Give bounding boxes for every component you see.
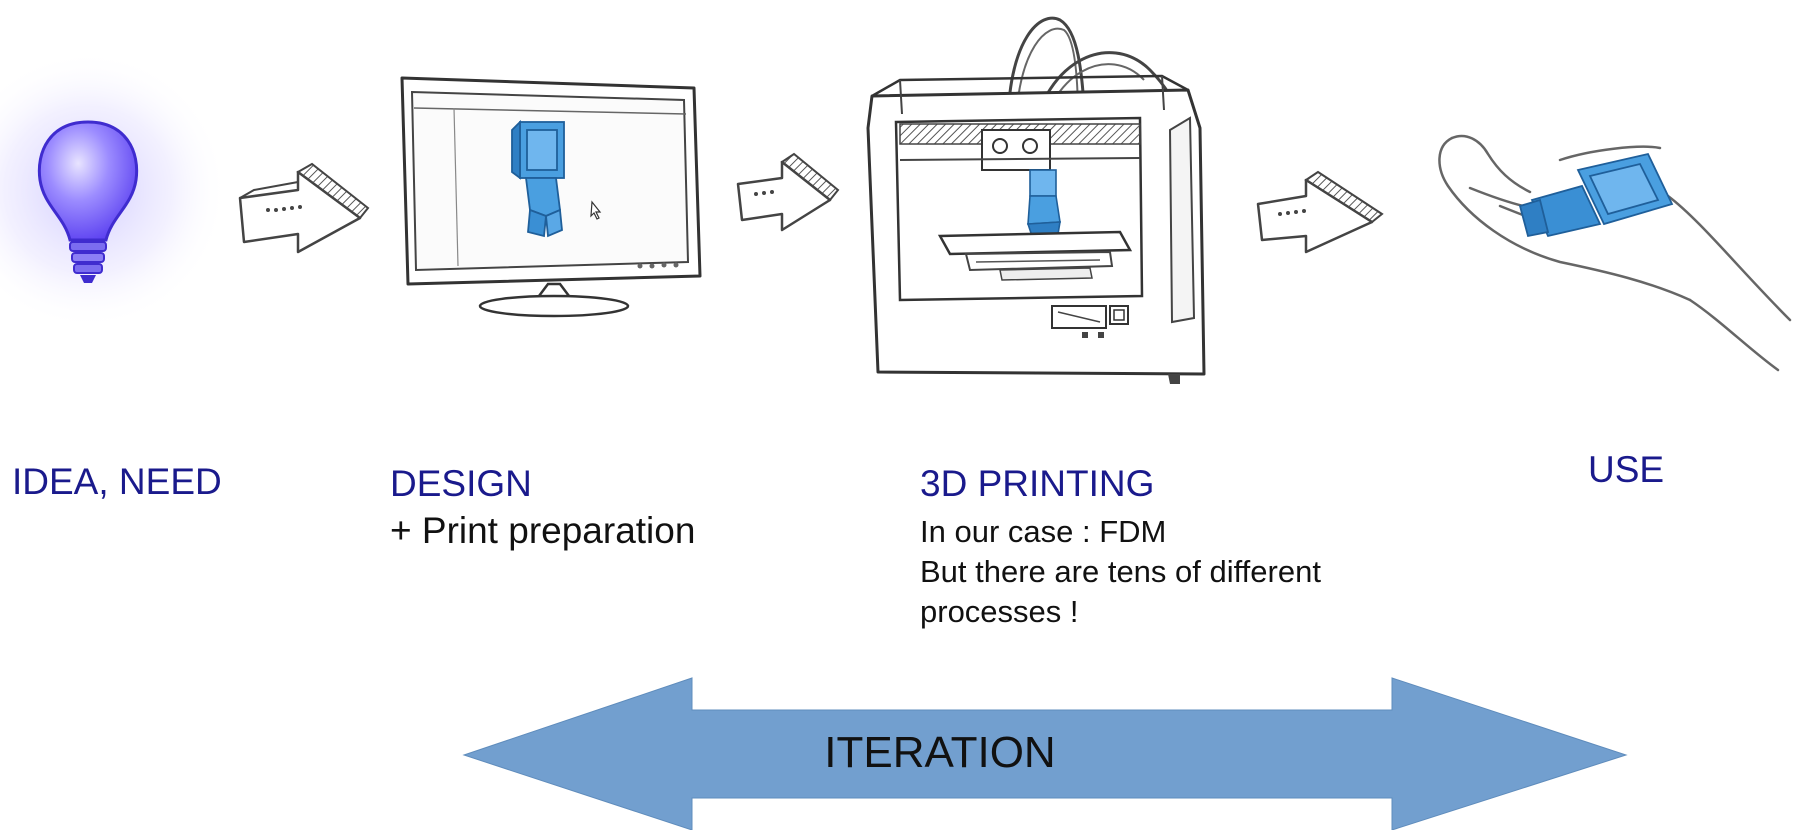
arrow-right-icon [238, 162, 370, 254]
stage-note-printing-2: But there are tens of different [920, 554, 1321, 589]
3d-model-figure [1518, 152, 1674, 238]
iteration-double-arrow [462, 677, 1628, 830]
stage-title-printing: 3D PRINTING [920, 463, 1155, 504]
stage-note-printing-3: processes ! [920, 594, 1079, 629]
arrow-right-icon [736, 152, 840, 232]
computer-monitor-icon [400, 76, 702, 318]
3d-model-figure [511, 119, 565, 238]
stage-note-design: + Print preparation [390, 510, 696, 551]
3d-printer-icon [866, 16, 1206, 384]
stage-title-use: USE [1588, 449, 1665, 490]
iteration-label: ITERATION [824, 728, 1056, 777]
stage-note-printing-1: In our case : FDM [920, 514, 1167, 549]
arrow-right-icon [1256, 170, 1384, 254]
stage-title-idea: IDEA, NEED [12, 461, 222, 502]
lightbulb-icon [0, 50, 228, 330]
stage-title-design: DESIGN [390, 463, 532, 504]
